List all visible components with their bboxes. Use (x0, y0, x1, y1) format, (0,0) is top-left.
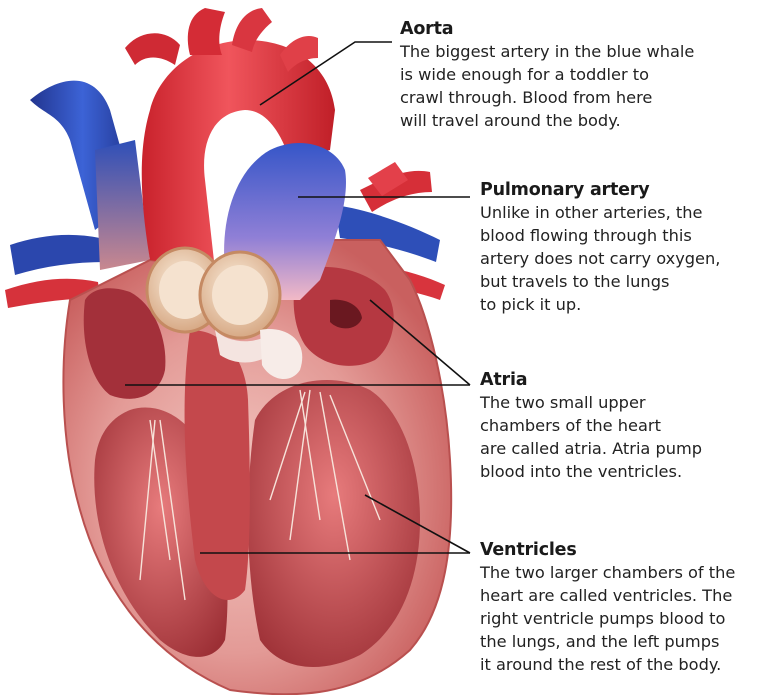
atria-description: The two small upper chambers of the hear… (480, 391, 702, 483)
atria-title: Atria (480, 369, 702, 391)
aorta-title: Aorta (400, 18, 694, 40)
pulmonary-artery-label: Pulmonary artery Unlike in other arterie… (480, 179, 720, 316)
pulmonary-artery-title: Pulmonary artery (480, 179, 720, 201)
aorta-label: Aorta The biggest artery in the blue wha… (400, 18, 694, 132)
atria-label: Atria The two small upper chambers of th… (480, 369, 702, 483)
ventricles-title: Ventricles (480, 539, 735, 561)
aorta-description: The biggest artery in the blue whale is … (400, 40, 694, 132)
pulmonary-artery-description: Unlike in other arteries, the blood flow… (480, 201, 720, 316)
ventricles-label: Ventricles The two larger chambers of th… (480, 539, 735, 676)
ventricles-description: The two larger chambers of the heart are… (480, 561, 735, 676)
